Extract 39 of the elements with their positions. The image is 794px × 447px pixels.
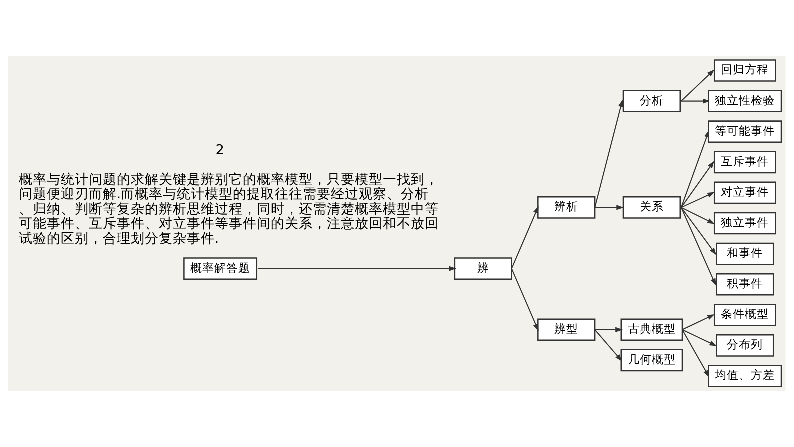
node-box: 分布列 (716, 334, 774, 357)
arrow (682, 330, 710, 378)
arrow (682, 314, 715, 330)
arrow (511, 206, 539, 269)
arrow (681, 70, 715, 102)
node-box: 古典概型 (620, 318, 684, 342)
arrow (258, 266, 457, 272)
node-box: 积事件 (716, 273, 774, 296)
node-box: 和事件 (716, 242, 774, 266)
node-box: 辨型 (538, 318, 596, 342)
node-box: 等可能事件 (708, 120, 782, 144)
arrow (680, 207, 716, 286)
node-box: 分析 (622, 90, 682, 112)
arrow (511, 268, 539, 332)
node-box: 关系 (622, 196, 682, 219)
arrow (680, 130, 710, 208)
label: 概率与统计问题的求解关键是辨别它的概率模型，只要模型一找到，问题便迎刃而解.而概率与统计模型的提取往往需要经过观察、分析、归纳、判断等复杂的辨析思维过程，同时，还需清楚概率模型中等可能事件、互斥事件、对立事件等事件间的关系，注意放回和不放回试验的区别，合理划分复杂事件. (18, 172, 439, 247)
label: 2 (216, 142, 225, 158)
arrow (682, 329, 718, 346)
arrow (681, 161, 714, 208)
node-box: 独立事件 (714, 212, 776, 235)
arrow (594, 100, 624, 208)
arrow (681, 207, 717, 256)
arrow (681, 192, 716, 208)
node-box: 辨析 (538, 196, 596, 219)
arrow (681, 98, 710, 104)
node-box: 几何概型 (620, 349, 684, 372)
node-box: 互斥事件 (714, 151, 776, 174)
arrow (595, 205, 624, 210)
arrow (681, 207, 715, 224)
node-box: 回归方程 (714, 60, 776, 82)
node-box: 均值、方差 (708, 365, 782, 388)
node-box: 对立事件 (714, 182, 776, 204)
node-box: 概率解答题 (184, 258, 258, 280)
node-box: 辨 (454, 258, 512, 280)
arrow (595, 327, 623, 332)
arrow (594, 330, 622, 362)
node-box: 独立性检验 (708, 90, 782, 112)
node-box: 条件概型 (714, 304, 776, 326)
